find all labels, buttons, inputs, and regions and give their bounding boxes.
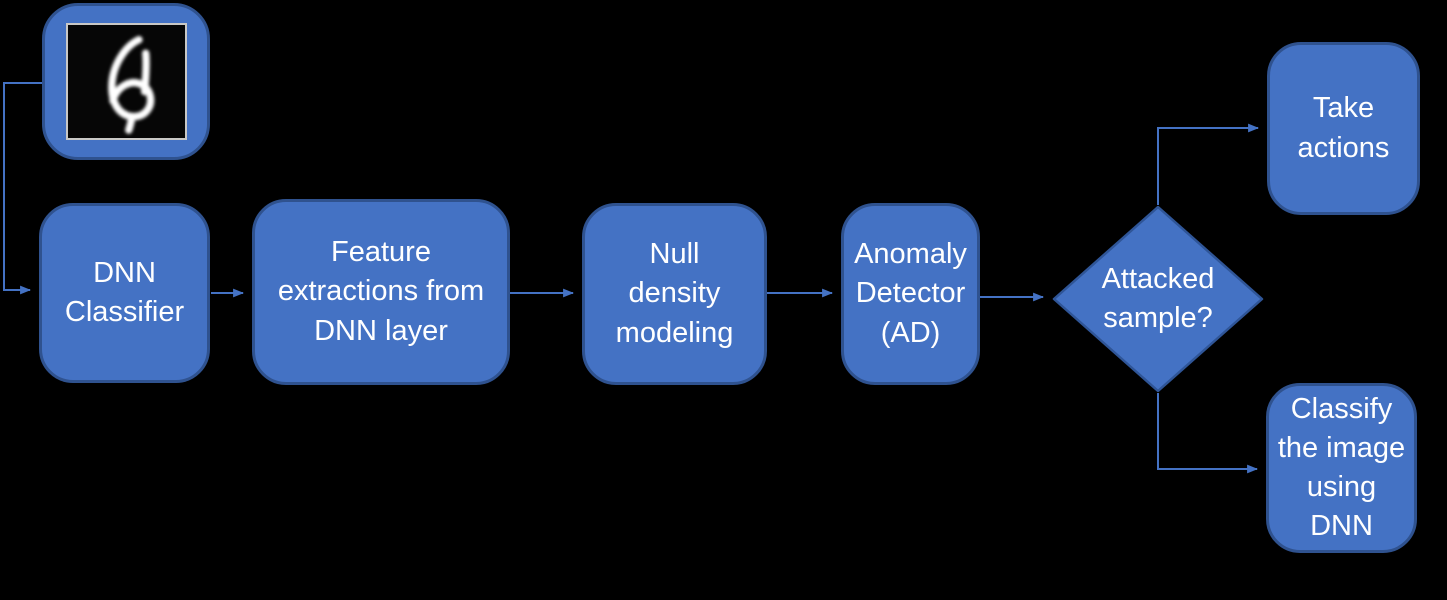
- arrow-input-to-dnn: [3, 82, 42, 295]
- null-density-label: Null density modeling: [615, 238, 734, 349]
- handwritten-digit-6-icon: [107, 36, 154, 134]
- input-sample-node: [42, 3, 210, 160]
- decision-diamond-node: Attacked sample?: [1052, 205, 1264, 393]
- anomaly-detector-label: Anomaly Detector (AD): [854, 238, 967, 349]
- dnn-classifier-node: DNN Classifier: [39, 203, 210, 383]
- arrow-decision-to-classify: [1157, 393, 1259, 474]
- decision-diamond-shape: [1052, 205, 1264, 393]
- classify-dnn-node: Classify the image using DNN: [1266, 383, 1417, 553]
- classify-dnn-label: Classify the image using DNN: [1277, 392, 1406, 543]
- anomaly-detector-node: Anomaly Detector (AD): [841, 203, 980, 385]
- decision-label: Attacked sample?: [1101, 262, 1215, 334]
- feature-extraction-label: Feature extractions from DNN layer: [277, 236, 485, 347]
- dnn-classifier-label: DNN Classifier: [64, 256, 185, 328]
- digit-image-frame: [65, 23, 187, 140]
- arrow-decision-to-take-actions: [1157, 123, 1260, 205]
- take-actions-node: Take actions: [1267, 42, 1420, 215]
- null-density-node: Null density modeling: [582, 203, 767, 385]
- take-actions-label: Take actions: [1297, 92, 1390, 164]
- feature-extraction-node: Feature extractions from DNN layer: [252, 199, 510, 385]
